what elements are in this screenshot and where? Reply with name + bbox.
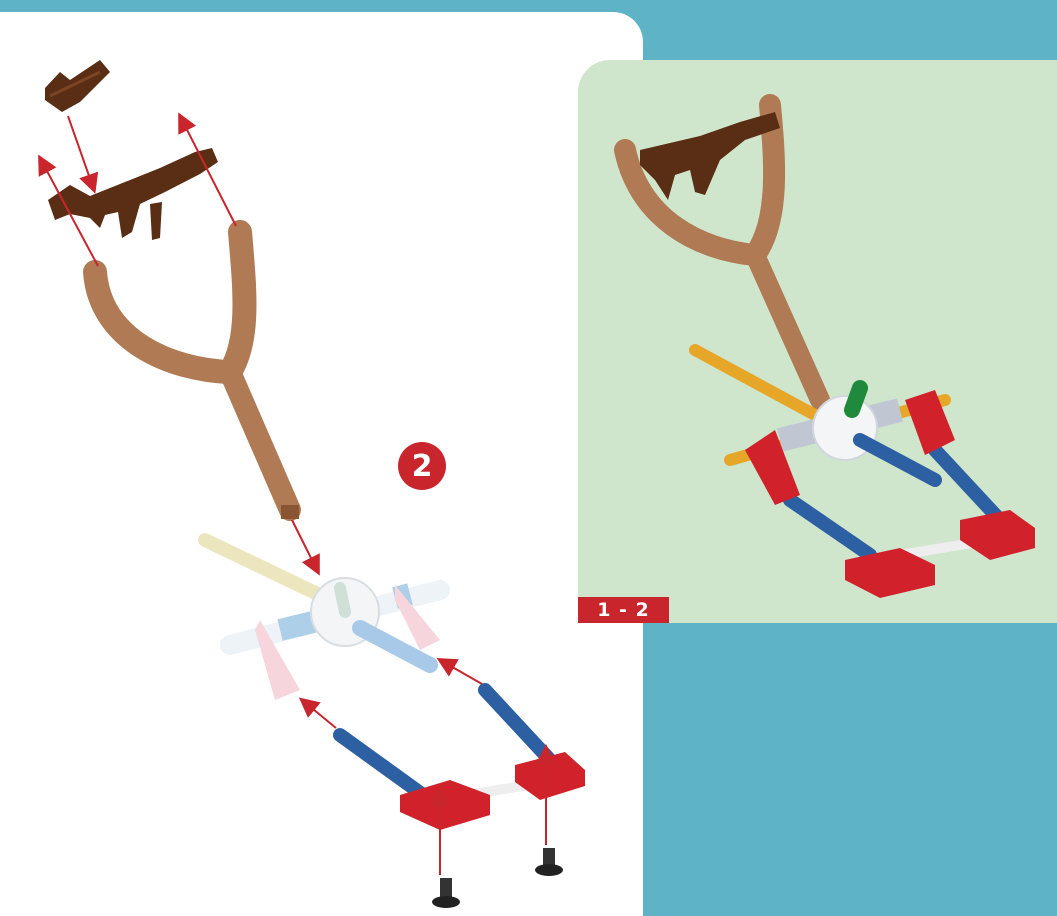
step-range-label: 1 - 2	[578, 597, 669, 623]
step-number-badge: 2	[398, 442, 446, 490]
red-connector-right	[515, 752, 585, 800]
brown-clip-part	[45, 60, 110, 112]
exploded-assembly	[40, 60, 585, 908]
black-peg-icon	[432, 878, 460, 908]
brown-cradle-part	[48, 148, 218, 238]
brown-fork-arm	[95, 232, 244, 372]
black-peg-icon	[535, 848, 563, 876]
completed-model	[625, 105, 1035, 598]
